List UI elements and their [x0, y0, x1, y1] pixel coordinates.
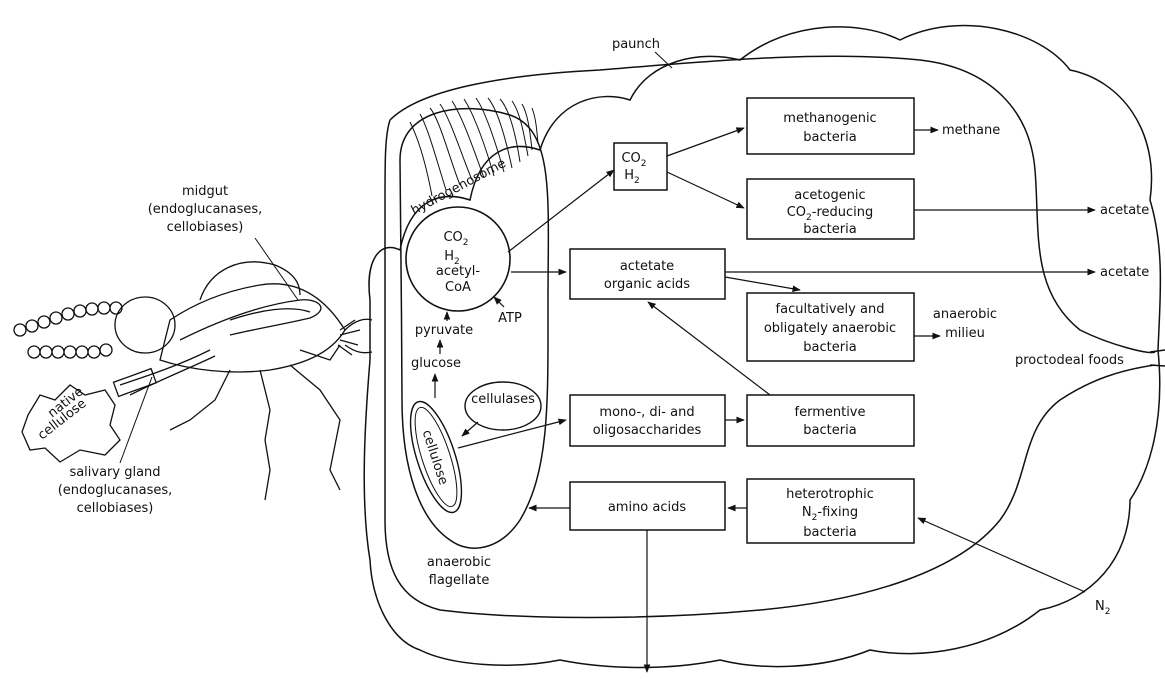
oligosaccharides-box	[570, 395, 725, 446]
n2-label: N2	[1095, 599, 1110, 617]
anaerobic-flagellate-label-2: flagellate	[429, 573, 490, 588]
n2-to-heterotrophic-arrow	[918, 518, 1085, 592]
cellulose-vesicle: cellulose	[400, 396, 472, 518]
midgut-desc-1: (endoglucanases,	[148, 202, 263, 217]
anaerobic-milieu-label-1: anaerobic	[933, 307, 997, 322]
termite-illustration	[14, 262, 360, 500]
actetate-label-2: organic acids	[604, 277, 690, 292]
acetate-label-2: acetate	[1100, 265, 1149, 280]
amino-acids-label: amino acids	[608, 500, 687, 515]
salivary-gland-desc-2: cellobiases)	[77, 501, 154, 516]
paunch-label: paunch	[612, 37, 660, 52]
acetogenic-label-3: bacteria	[803, 222, 856, 237]
hydro-acetyl: acetyl-	[436, 264, 481, 279]
hydro-coa: CoA	[445, 280, 471, 295]
midgut-label: midgut	[182, 184, 228, 199]
acetogenic-label-1: acetogenic	[794, 188, 865, 203]
mono-label-1: mono-, di- and	[599, 405, 694, 420]
facultative-label-3: bacteria	[803, 340, 856, 355]
midgut-pointer	[255, 238, 298, 300]
facultative-label-1: facultatively and	[776, 302, 885, 317]
facultative-label-2: obligately anaerobic	[764, 321, 896, 336]
cellulose-to-mono-arrow	[458, 420, 566, 448]
fermentive-label-2: bacteria	[803, 423, 856, 438]
glucose-label: glucose	[411, 356, 461, 371]
midgut-desc-2: cellobiases)	[167, 220, 244, 235]
methane-label: methane	[942, 123, 1000, 138]
fermentive-label-1: fermentive	[795, 405, 866, 420]
antenna-beads	[14, 302, 122, 358]
actetate-label-1: actetate	[620, 259, 674, 274]
hydrogenosome-label: hydrogenosome	[409, 156, 509, 219]
atp-arrow	[494, 297, 504, 307]
fermentive-box	[747, 395, 914, 446]
methanogenic-label-2: bacteria	[803, 130, 856, 145]
proctodeal-foods-label: proctodeal foods	[1015, 353, 1124, 368]
hydrogenosome-to-co2-arrow	[508, 170, 614, 252]
anaerobic-milieu-label-2: milieu	[945, 326, 985, 341]
mono-label-2: oligosaccharides	[593, 423, 702, 438]
hydro-co2: CO2	[443, 230, 468, 248]
co2-to-acetogenic-arrow	[667, 172, 744, 208]
pyruvate-label: pyruvate	[415, 323, 473, 338]
anaerobic-flagellate-label-1: anaerobic	[427, 555, 491, 570]
salivary-gland-label: salivary gland	[69, 465, 160, 480]
heterotrophic-label-1: heterotrophic	[786, 487, 874, 502]
methanogenic-label-1: methanogenic	[783, 111, 876, 126]
cellulases-arrow	[462, 422, 478, 436]
salivary-gland-desc-1: (endoglucanases,	[58, 483, 173, 498]
methanogenic-box	[747, 98, 914, 154]
co2-to-methanogenic-arrow	[667, 128, 744, 156]
acetate-label-1: acetate	[1100, 203, 1149, 218]
heterotrophic-label-3: bacteria	[803, 525, 856, 540]
actetate-to-facultative-arrow	[725, 277, 800, 290]
atp-label: ATP	[498, 311, 522, 326]
cellulases-label: cellulases	[471, 392, 535, 407]
